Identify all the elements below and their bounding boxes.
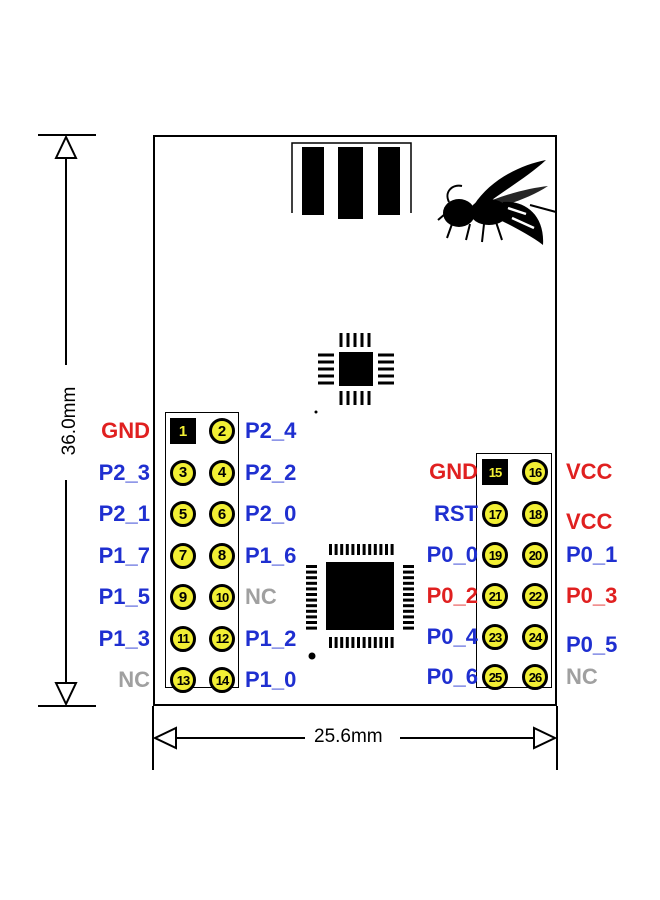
pin-6: 6: [209, 501, 235, 527]
pin-16: 16: [522, 459, 548, 485]
pin-10: 10: [209, 584, 235, 610]
pin-label-9: P1_5: [98, 584, 150, 609]
pin-20: 20: [522, 542, 548, 568]
pin-label-16: VCC: [566, 459, 613, 484]
pin-label-20: P0_1: [566, 542, 618, 567]
pin-7: 7: [170, 542, 196, 569]
pin-18: 18: [522, 501, 548, 527]
pin-label-2: P2_4: [245, 418, 297, 443]
pin-2: 2: [209, 418, 235, 444]
pin-label-21: P0_2: [426, 583, 478, 608]
pin-25: 25: [482, 664, 508, 690]
main-qfp-chip: [306, 544, 414, 660]
pin-14: 14: [209, 667, 235, 693]
pin-label-1: GND: [101, 418, 150, 443]
pin-17: 17: [482, 501, 508, 527]
pin-label-15: GND: [429, 459, 478, 484]
pin-3: 3: [170, 459, 196, 486]
height-dim-arrow-bottom: [54, 682, 78, 707]
pin-22: 22: [522, 583, 548, 609]
pin-15: 15: [482, 459, 508, 485]
wasp-icon: [437, 160, 557, 245]
pin-label-18: VCC: [566, 509, 613, 534]
pin-label-11: P1_3: [98, 625, 150, 651]
pin-23: 23: [482, 624, 508, 650]
pin-label-17: RST: [434, 501, 478, 526]
right-header-outline: [476, 453, 552, 688]
pin-9: 9: [170, 584, 196, 610]
pin-label-13: NC: [118, 667, 150, 692]
pin-4: 4: [209, 459, 235, 486]
pin-label-25: P0_6: [426, 664, 478, 689]
pin-label-6: P2_0: [245, 501, 297, 526]
pin-19: 19: [482, 542, 508, 568]
pin-24: 24: [522, 624, 548, 650]
pin-label-3: P2_3: [98, 459, 150, 485]
left-header-outline: [165, 412, 239, 688]
width-dim-arrow-left: [152, 726, 177, 750]
pin-label-10: NC: [245, 584, 277, 609]
pin-label-26: NC: [566, 664, 598, 689]
pin-label-24: P0_5: [566, 632, 618, 657]
pin-13: 13: [170, 667, 196, 693]
pin-11: 11: [170, 625, 196, 652]
small-qfn-chip: [314, 333, 394, 414]
pin-21: 21: [482, 583, 508, 609]
pin-label-14: P1_0: [245, 667, 297, 692]
pin-label-4: P2_2: [245, 459, 297, 485]
antenna-graphic: [291, 142, 412, 219]
pin-label-7: P1_7: [98, 542, 150, 568]
pin-1: 1: [170, 418, 196, 444]
pin-label-19: P0_0: [426, 542, 478, 567]
pin-label-22: P0_3: [566, 583, 618, 608]
pin-12: 12: [209, 625, 235, 652]
pin-label-12: P1_2: [245, 625, 297, 651]
pin-5: 5: [170, 501, 196, 527]
pin-label-23: P0_4: [426, 624, 478, 649]
width-dim-arrow-right: [533, 726, 558, 750]
pin-8: 8: [209, 542, 235, 569]
pin-26: 26: [522, 664, 548, 690]
pin-label-8: P1_6: [245, 542, 297, 568]
pin-label-5: P2_1: [98, 501, 150, 526]
height-dim-arrow-top: [54, 134, 78, 159]
width-dimension-label: 25.6mm: [308, 726, 389, 748]
